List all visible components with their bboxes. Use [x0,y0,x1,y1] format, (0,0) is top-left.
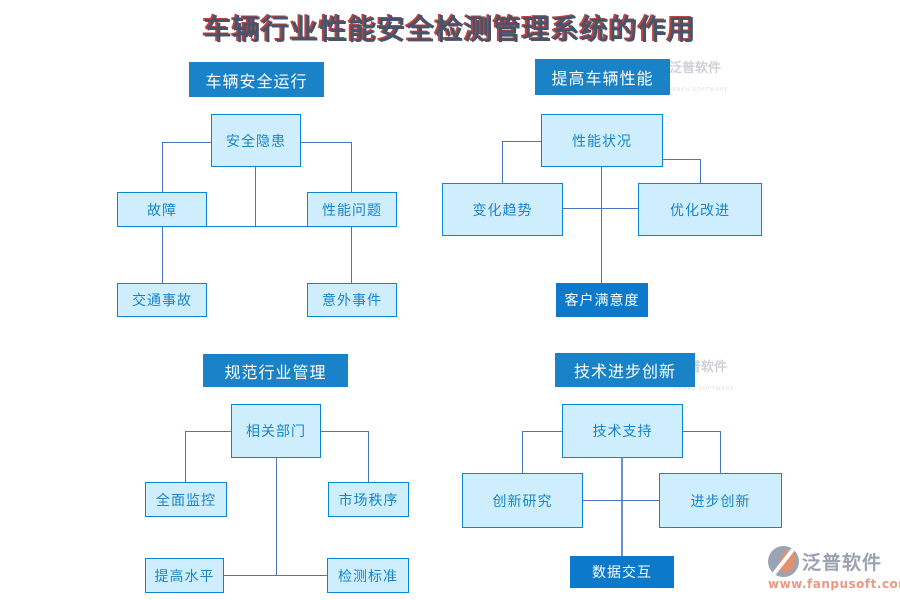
node-technical-support: 技术支持 [562,404,683,458]
node-related-departments: 相关部门 [231,404,321,458]
fanpu-logo-url: www.fanpusoft.com [768,577,900,591]
connector [522,431,562,432]
node-optimize-improve: 优化改进 [638,183,762,236]
header-improve-performance: 提高车辆性能 [535,59,670,95]
connector [720,431,721,473]
header-industry-regulation: 规范行业管理 [203,354,348,387]
node-traffic-accident: 交通事故 [117,283,207,317]
node-customer-satisfaction: 客户满意度 [556,283,648,317]
connector [502,141,541,142]
connector [502,141,503,183]
node-innovation-research: 创新研究 [462,473,583,528]
watermark-subtext: FANPU SOFTWARE [669,87,729,93]
connector [321,431,368,432]
connector [663,159,701,160]
watermark-text: 泛普软件 [669,61,722,76]
watermark-subtext: FANPU SOFTWARE [675,386,735,392]
connector [224,575,327,576]
connector [162,227,163,283]
connector [351,227,352,283]
fanpu-logo: 泛普软件 www.fanpusoft.com [768,546,900,591]
connector [162,142,163,192]
connector [255,167,256,227]
node-full-monitoring: 全面监控 [145,482,227,517]
node-raise-level: 提高水平 [145,558,224,593]
connector [351,142,352,192]
connector [368,431,369,482]
connector [683,431,721,432]
fanpu-logo-name: 泛普软件 [802,552,883,574]
node-unexpected-event: 意外事件 [307,283,397,317]
connector [601,167,602,283]
node-safety-hazard: 安全隐患 [211,114,301,167]
connector [185,431,231,432]
node-performance-issue: 性能问题 [307,192,397,227]
node-data-interaction: 数据交互 [570,556,674,588]
connector [185,431,186,482]
connector [206,226,308,227]
node-market-order: 市场秩序 [328,482,409,517]
connector [276,458,277,575]
connector [563,208,638,209]
node-change-trend: 变化趋势 [442,183,563,236]
node-fault: 故障 [117,192,207,227]
connector [300,142,352,143]
connector [583,500,659,501]
node-performance-status: 性能状况 [541,114,663,167]
node-testing-standard: 检测标准 [327,558,409,593]
page-title: 车辆行业性能安全检测管理系统的作用 [203,13,697,46]
connector [522,431,523,473]
node-progress-innovation: 进步创新 [659,473,782,528]
fanpu-logo-icon [768,546,799,577]
connector [621,458,623,556]
header-vehicle-safe-operation: 车辆安全运行 [189,62,324,97]
connector [700,159,701,183]
connector [162,142,211,143]
header-tech-innovation: 技术进步创新 [555,353,695,387]
